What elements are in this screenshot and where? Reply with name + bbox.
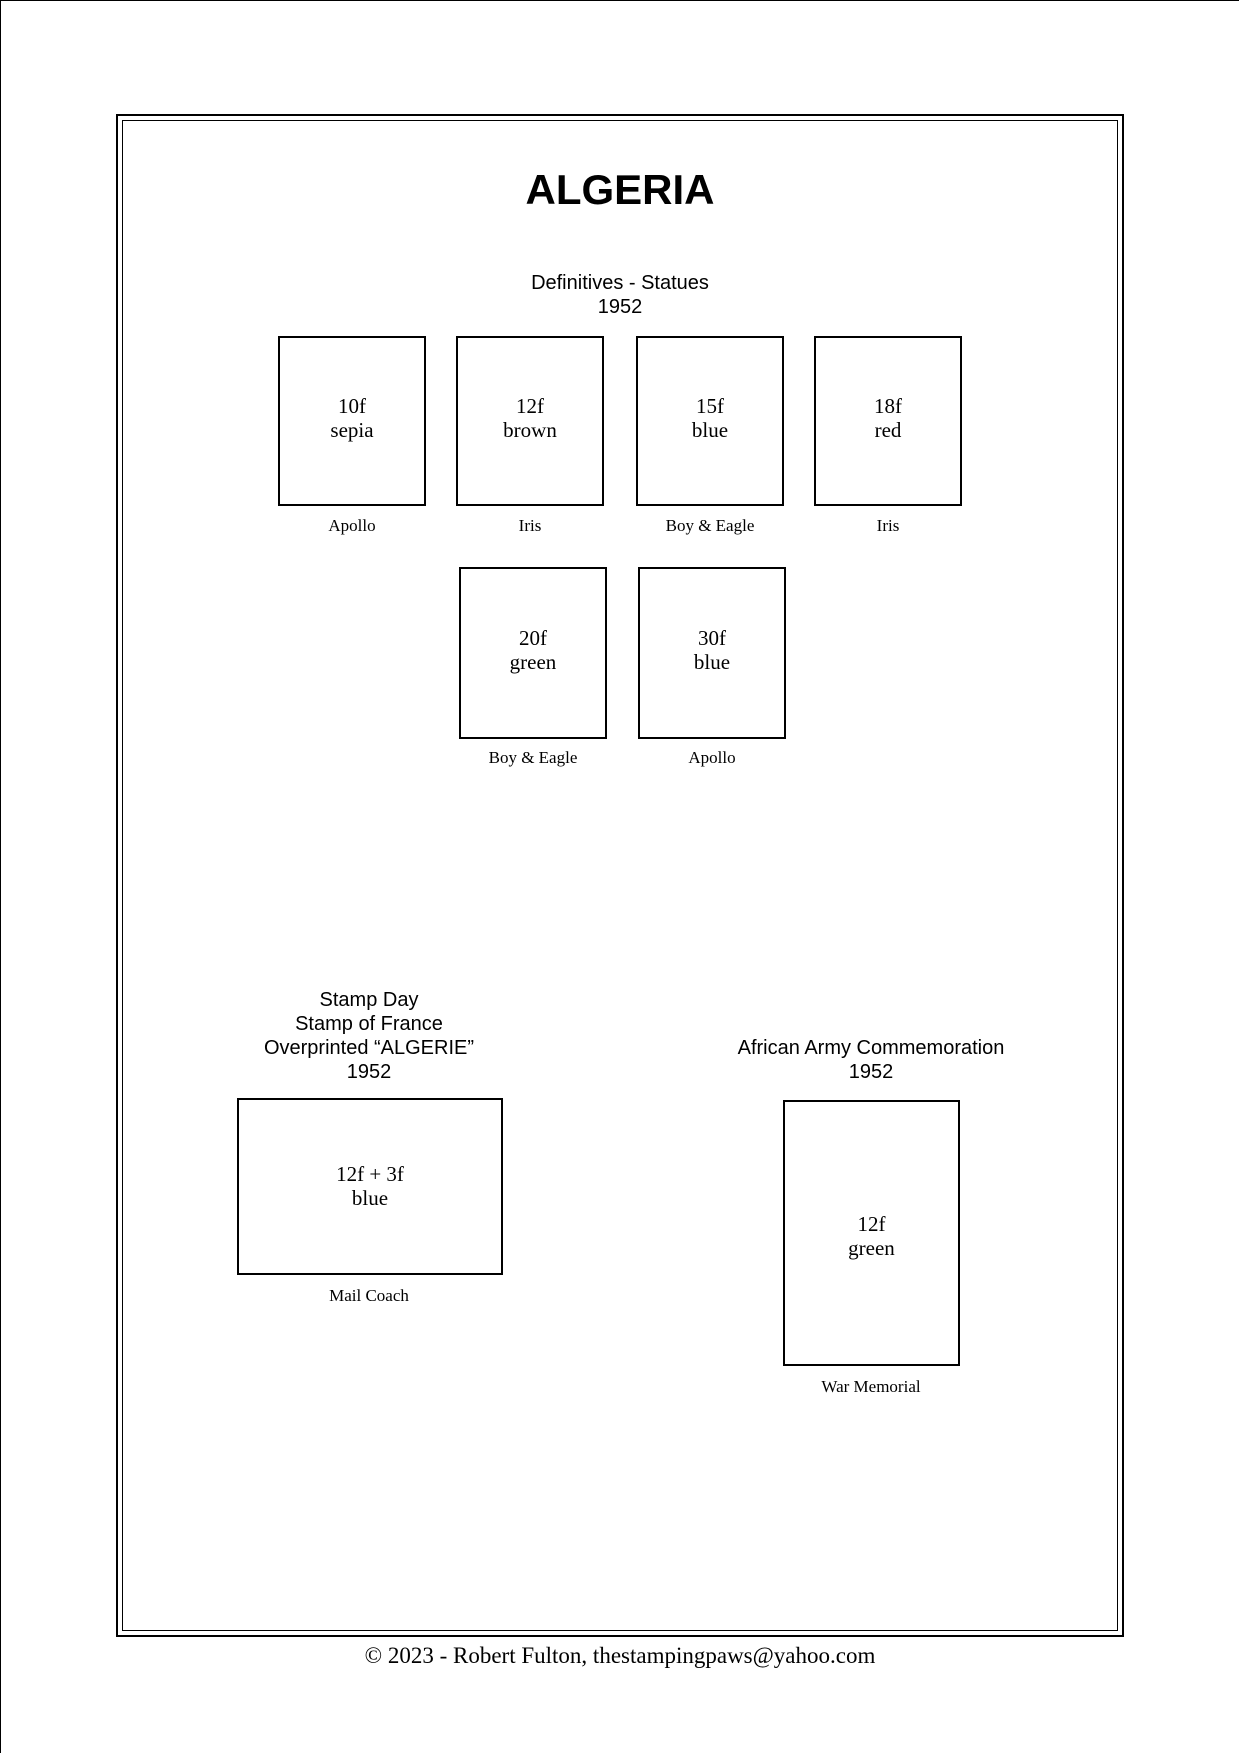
stamp-color: blue xyxy=(351,1186,389,1210)
page-frame-inner xyxy=(122,120,1118,1631)
stamp-caption: Mail Coach xyxy=(329,1286,409,1305)
stamp-box: 12f + 3f blue xyxy=(237,1098,503,1275)
african-army-heading: African Army Commemoration 1952 xyxy=(690,1036,1052,1084)
stamp-color: green xyxy=(509,650,557,674)
stamp-color: red xyxy=(874,418,902,442)
stamp-color: blue xyxy=(693,650,731,674)
stamp-value: 12f + 3f xyxy=(336,1162,404,1186)
stamp-color: sepia xyxy=(330,418,374,442)
stamp-value: 12f xyxy=(857,1212,886,1236)
stamp-value: 20f xyxy=(519,626,547,650)
stamp-value: 12f xyxy=(516,394,544,418)
stamp-caption: War Memorial xyxy=(821,1377,921,1396)
stamp-value: 15f xyxy=(696,394,724,418)
stamp-color: brown xyxy=(503,418,557,442)
stamp-value: 10f xyxy=(338,394,366,418)
stamp-box: 12f brown xyxy=(456,336,604,506)
stamp-box: 10f sepia xyxy=(278,336,426,506)
stamp-day-heading-line: Stamp Day xyxy=(319,989,419,1011)
stamp-value: 18f xyxy=(874,394,902,418)
stamp-caption: Apollo xyxy=(688,748,736,767)
stamp-box: 15f blue xyxy=(636,336,784,506)
page-title: ALGERIA xyxy=(525,166,715,213)
african-army-heading-year: 1952 xyxy=(848,1061,894,1083)
stamp-box: 20f green xyxy=(459,567,607,739)
stamp-box: 30f blue xyxy=(638,567,786,739)
stamp-day-heading-line: Stamp of France xyxy=(295,1013,443,1035)
stamp-day-heading-line: Overprinted “ALGERIE” xyxy=(263,1037,475,1059)
stamp-box: 18f red xyxy=(814,336,962,506)
definitives-heading: Definitives - Statues 1952 xyxy=(470,271,770,319)
stamp-color: green xyxy=(848,1236,895,1260)
page-frame-outer xyxy=(116,114,1124,1637)
stamp-caption: Apollo xyxy=(328,516,376,535)
stamp-caption: Boy & Eagle xyxy=(488,748,578,767)
stamp-day-heading: Stamp Day Stamp of France Overprinted “A… xyxy=(219,988,519,1084)
stamp-color: blue xyxy=(691,418,729,442)
african-army-heading-line: African Army Commemoration xyxy=(737,1037,1005,1059)
stamp-caption: Iris xyxy=(876,516,900,535)
stamp-value: 30f xyxy=(698,626,726,650)
stamp-caption: Boy & Eagle xyxy=(665,516,755,535)
definitives-heading-year: 1952 xyxy=(597,296,643,318)
footer-copyright: © 2023 - Robert Fulton, thestampingpaws@… xyxy=(364,1643,876,1668)
stamp-box: 12f green xyxy=(783,1100,960,1366)
stamp-day-heading-year: 1952 xyxy=(346,1061,392,1083)
definitives-heading-line: Definitives - Statues xyxy=(531,272,709,294)
stamp-caption: Iris xyxy=(518,516,542,535)
